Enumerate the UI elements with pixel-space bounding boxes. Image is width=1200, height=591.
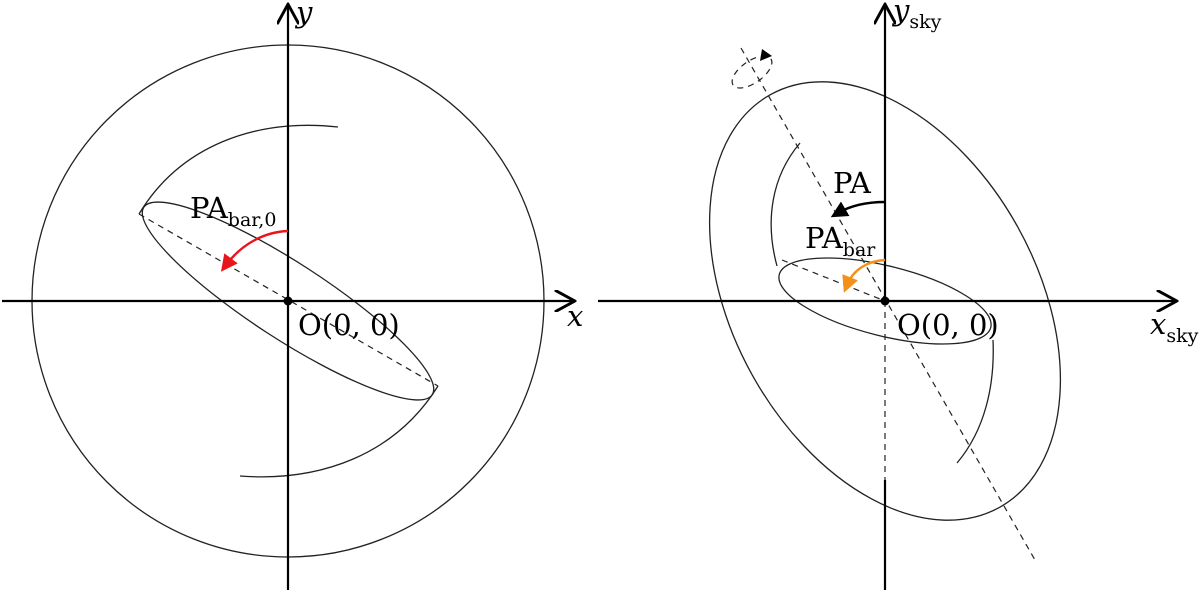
- right-spiral-arm-lower: [956, 339, 994, 464]
- left-bar-major-axis: [138, 213, 439, 387]
- right-spiral-arm-upper: [770, 142, 801, 267]
- right-bar-ellipse: [778, 257, 992, 345]
- left-pa-bar-0-label: PAbar,0: [190, 191, 276, 231]
- left-origin-label: O(0, 0): [298, 308, 400, 342]
- right-x-sky-axis-label: xsky: [1150, 307, 1199, 347]
- right-pa-bar-label: PAbar: [805, 221, 876, 261]
- right-panel: xsky ysky O(0, 0) PA PAbar: [598, 0, 1199, 590]
- right-rotation-arrowhead: [760, 49, 772, 61]
- right-pa-label: PA: [833, 166, 872, 200]
- left-spiral-arm-upper: [138, 124, 339, 215]
- right-pa-bar-arrow: [842, 258, 886, 293]
- left-y-axis-label: y: [294, 0, 313, 29]
- right-origin-label: O(0, 0): [897, 308, 999, 342]
- left-panel: x y O(0, 0) PAbar,0: [2, 0, 583, 590]
- left-pa-bar-0-arrow: [220, 229, 289, 272]
- right-pa-arrow: [830, 200, 886, 218]
- right-projected-disk-ellipse: [708, 81, 1062, 521]
- right-origin-dot: [880, 296, 890, 306]
- right-y-sky-axis-label: ysky: [891, 0, 942, 33]
- right-rotation-indicator: [731, 55, 773, 89]
- left-origin-dot: [283, 296, 293, 306]
- right-bar-major-axis: [781, 259, 886, 302]
- left-x-axis-label: x: [567, 299, 583, 333]
- left-spiral-arm-lower: [239, 385, 439, 478]
